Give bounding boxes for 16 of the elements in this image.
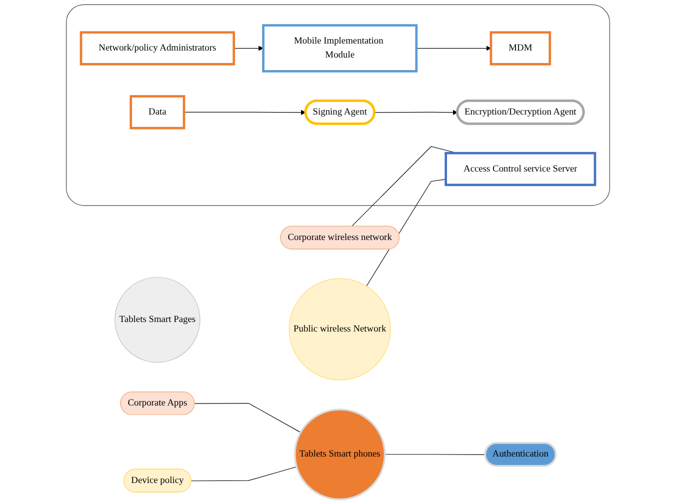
connector <box>384 454 486 455</box>
node-circle: Tablets Smart Pages <box>114 276 200 363</box>
arrow <box>374 110 458 116</box>
arrow <box>234 46 264 51</box>
node-box: MDM <box>490 31 552 66</box>
arrow <box>184 110 306 116</box>
node-box: Access Control service Server <box>444 152 596 186</box>
connector <box>191 466 297 482</box>
connector <box>194 402 301 433</box>
arrow <box>416 46 492 51</box>
node-box: Mobile Implementation Module <box>262 24 418 72</box>
cluster <box>66 4 610 206</box>
node-circle: Tablets Smart phones <box>294 408 386 500</box>
node-box: Network/policy Administrators <box>80 31 236 66</box>
node-box: Data <box>130 95 186 130</box>
node-circle: Public wireless Network <box>288 278 391 380</box>
